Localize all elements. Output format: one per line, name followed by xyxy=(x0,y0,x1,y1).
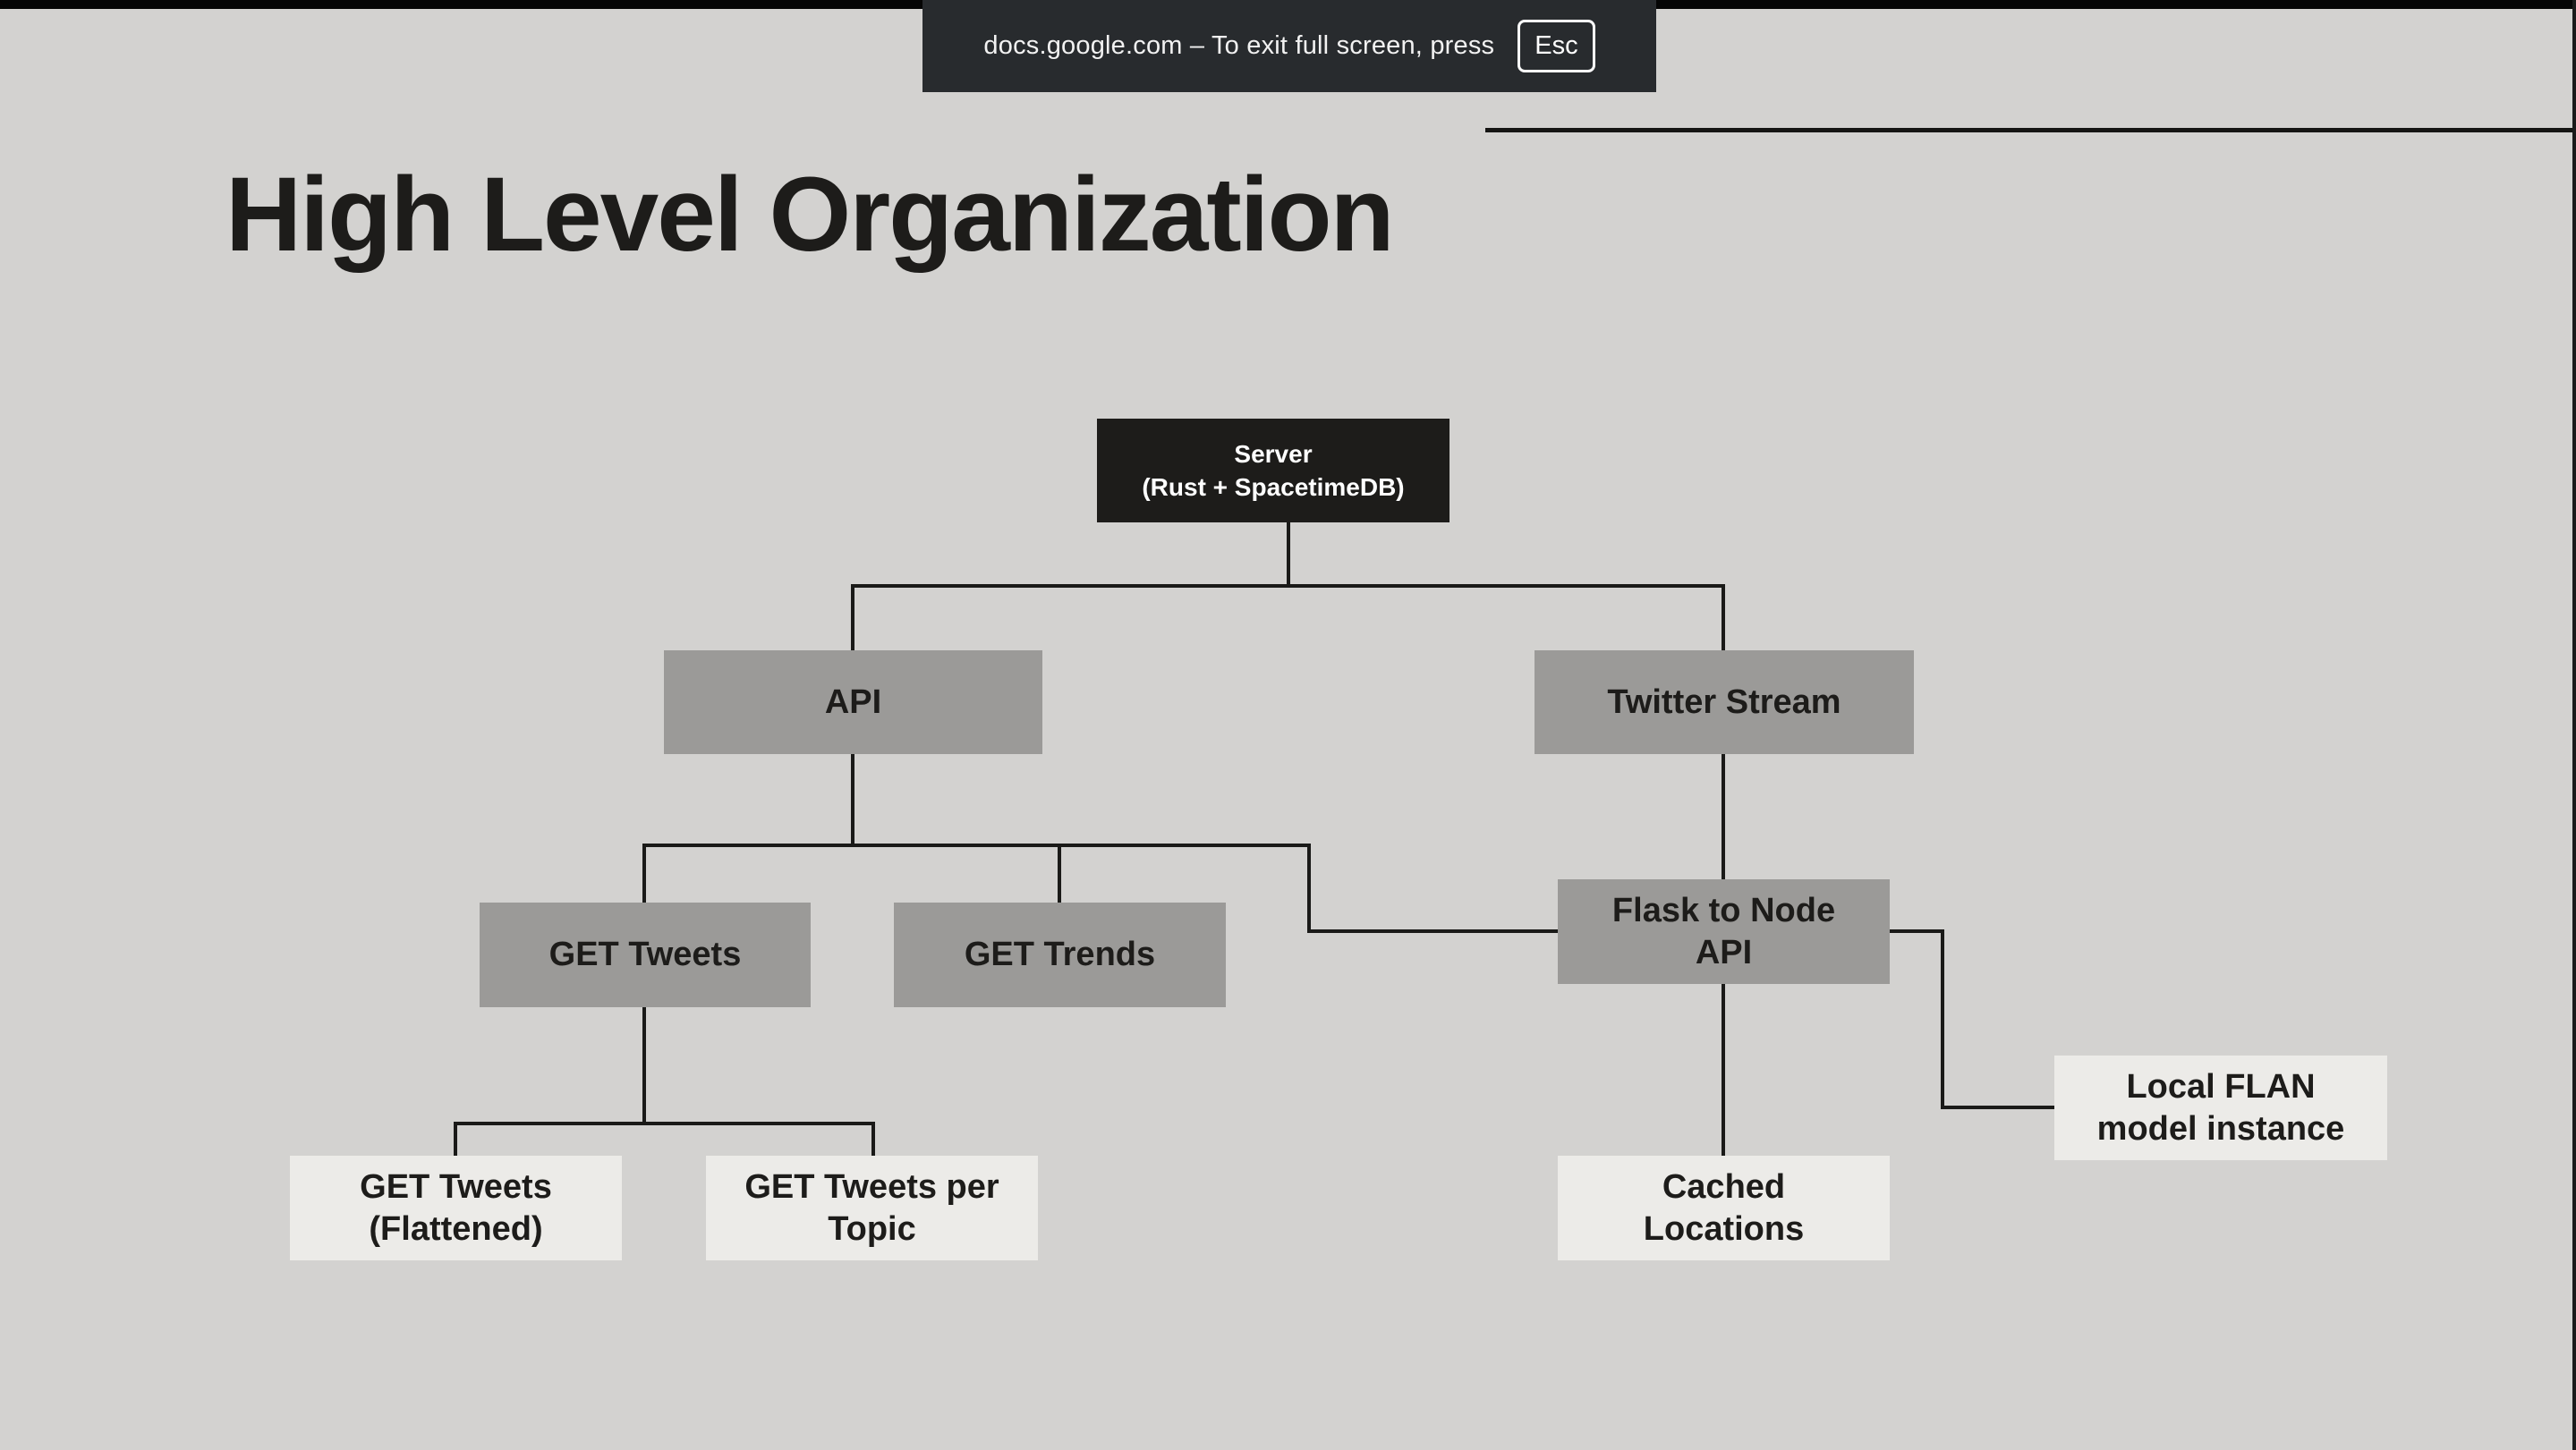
connector-server-stem xyxy=(1287,521,1290,588)
connector-api-branch xyxy=(642,844,1311,847)
node-label: (Flattened) xyxy=(369,1209,543,1248)
connector-flask-right-out xyxy=(1888,929,1944,933)
connector-twitter-to-flask xyxy=(1722,752,1725,881)
node-get-tweets-flattened: GET Tweets(Flattened) xyxy=(290,1156,622,1260)
connector-branch-to-get-trends xyxy=(1058,844,1061,904)
connector-branch-to-api xyxy=(851,584,854,652)
node-label: GET Tweets xyxy=(360,1167,552,1206)
node-label: GET Trends xyxy=(964,936,1156,973)
connector-flask-elbow-down xyxy=(1941,929,1944,1109)
node-label: (Rust + SpacetimeDB) xyxy=(1142,473,1405,501)
connector-branch-to-per-topic xyxy=(871,1122,875,1157)
node-label: Server xyxy=(1234,440,1313,468)
esc-key-badge: Esc xyxy=(1518,20,1595,72)
node-server: Server (Rust + SpacetimeDB) xyxy=(1097,419,1450,522)
node-api: API xyxy=(664,650,1042,754)
node-label: API xyxy=(824,683,882,721)
node-label: Topic xyxy=(828,1209,916,1248)
title-decor-rule xyxy=(1485,128,2576,132)
node-label: model instance xyxy=(2096,1109,2345,1148)
slide-title: High Level Organization xyxy=(225,156,1395,274)
connector-branch-to-twitter xyxy=(1722,584,1725,652)
node-label: GET Tweets per xyxy=(744,1167,999,1206)
node-label: Locations xyxy=(1643,1209,1805,1248)
node-label: API xyxy=(1695,933,1753,971)
fullscreen-toast: docs.google.com – To exit full screen, p… xyxy=(922,0,1656,92)
node-label: Flask to Node xyxy=(1611,891,1836,929)
node-twitter-stream: Twitter Stream xyxy=(1535,650,1914,754)
connector-bottom-branch xyxy=(454,1122,875,1125)
connector-elbow-to-flan xyxy=(1941,1106,2056,1109)
connector-get-tweets-stem xyxy=(642,1005,646,1125)
node-label: Local FLAN xyxy=(2126,1067,2316,1106)
node-label: GET Tweets xyxy=(548,936,742,973)
node-get-trends: GET Trends xyxy=(894,903,1226,1007)
node-get-tweets: GET Tweets xyxy=(480,903,811,1007)
connector-flask-to-cached xyxy=(1722,982,1725,1157)
connector-api-branch-elbow-down xyxy=(1307,844,1311,933)
connector-row2-branch xyxy=(851,584,1725,588)
node-label: Cached xyxy=(1662,1167,1786,1206)
connector-branch-to-flattened xyxy=(454,1122,457,1157)
fullscreen-toast-message: docs.google.com – To exit full screen, p… xyxy=(983,31,1495,60)
right-screen-edge xyxy=(2572,0,2576,1450)
connector-api-stem xyxy=(851,752,854,847)
node-label: Twitter Stream xyxy=(1607,683,1841,721)
connector-elbow-to-flask xyxy=(1307,929,1560,933)
connector-branch-to-get-tweets xyxy=(642,844,646,904)
